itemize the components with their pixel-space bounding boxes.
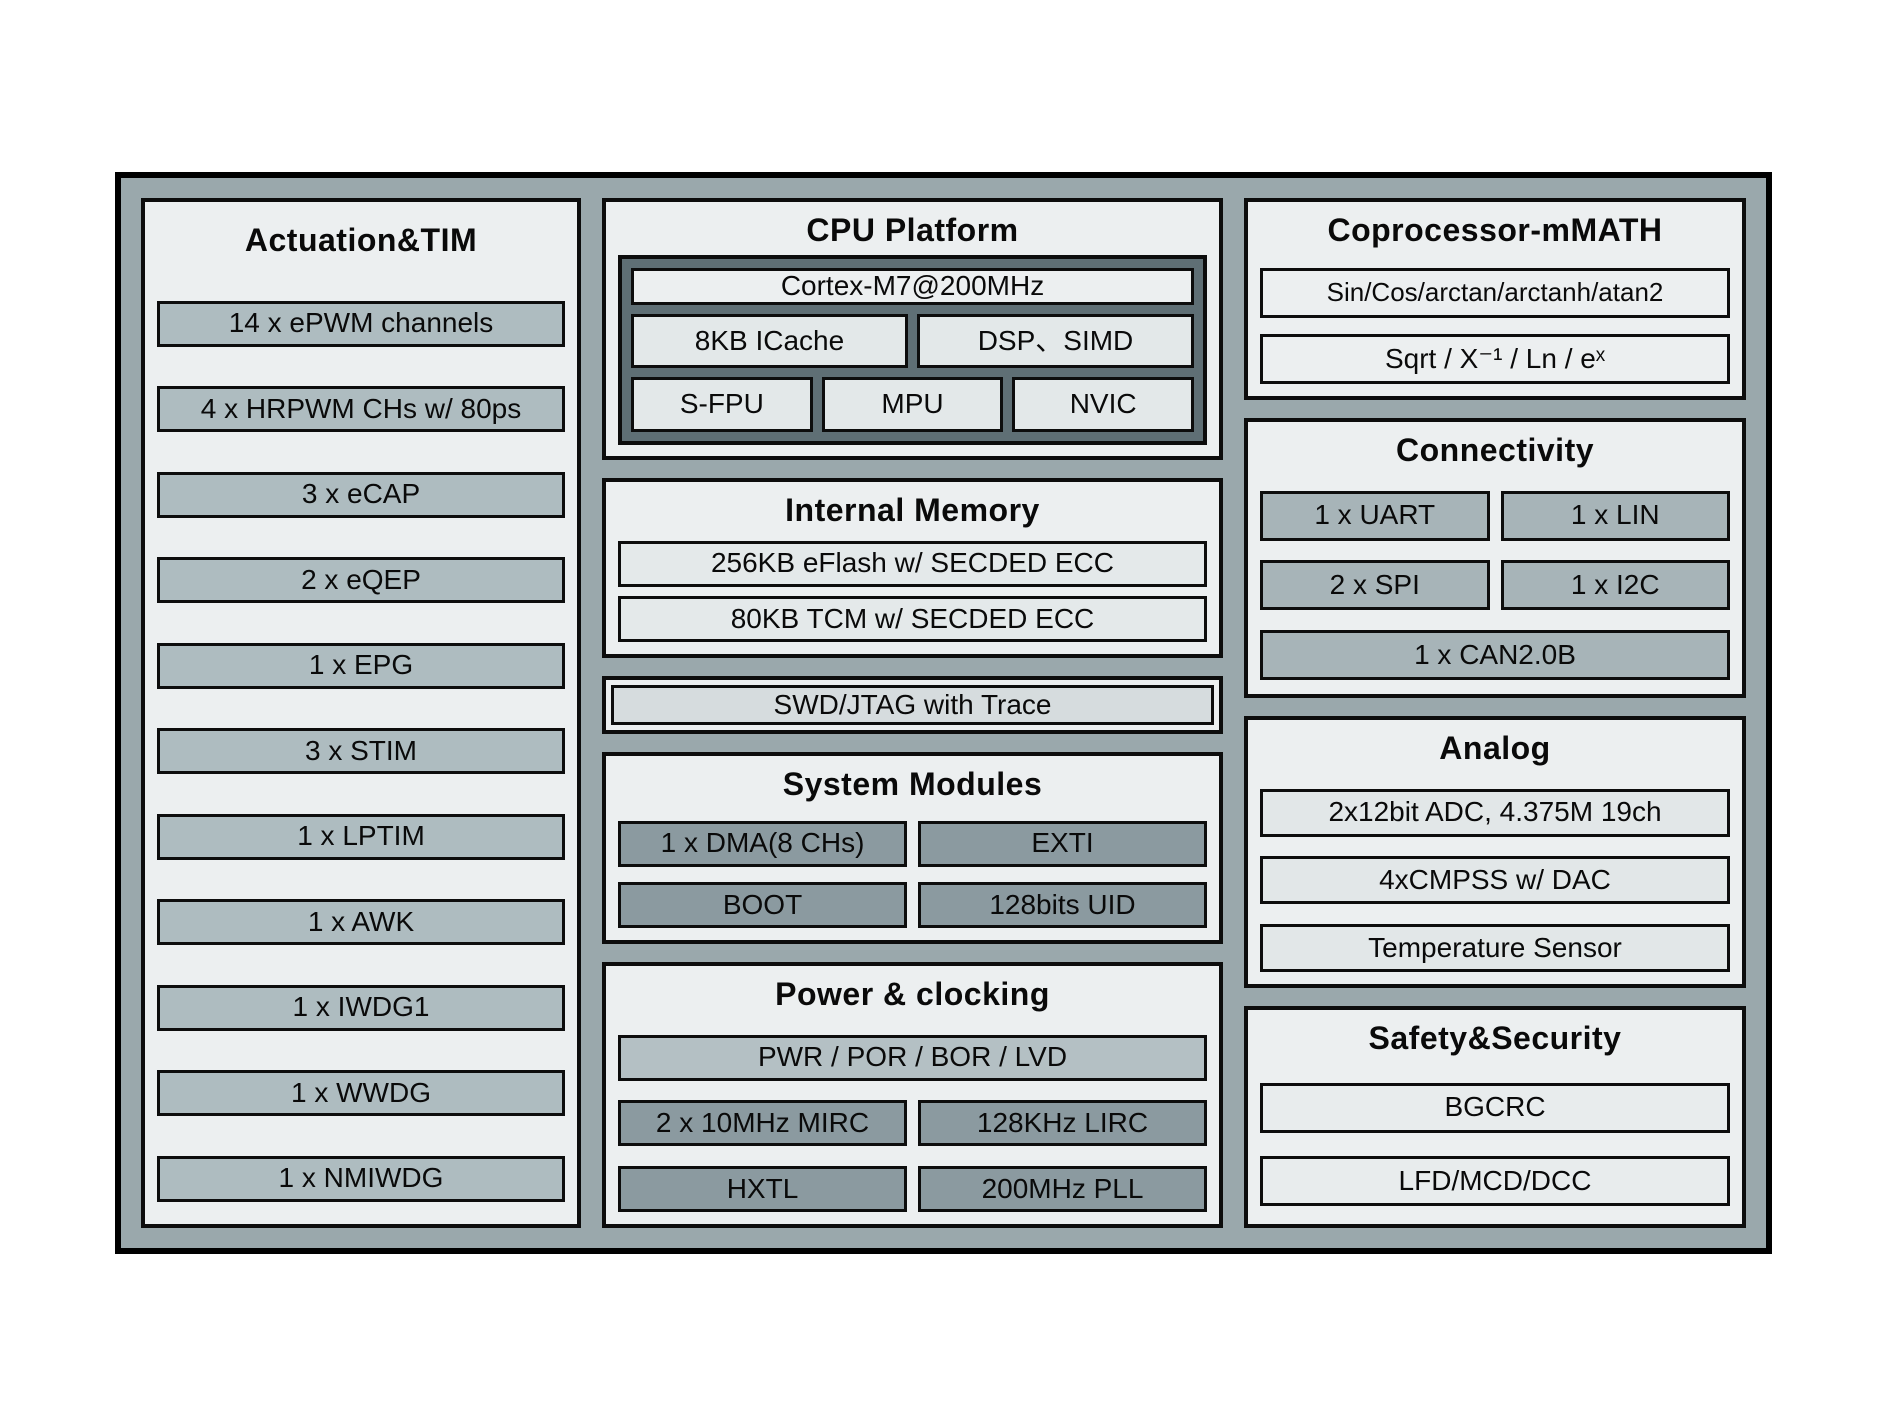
block-exti: EXTI bbox=[918, 820, 1207, 867]
block-mirc: 2 x 10MHz MIRC bbox=[618, 1100, 907, 1147]
section-power-clocking: Power & clocking PWR / POR / BOR / LVD 2… bbox=[602, 962, 1223, 1228]
block-swd-jtag-trace: SWD/JTAG with Trace bbox=[611, 685, 1214, 725]
block-ecap: 3 x eCAP bbox=[157, 471, 565, 518]
section-actuation-tim: Actuation&TIM 14 x ePWM channels 4 x HRP… bbox=[141, 198, 581, 1228]
block-epg: 1 x EPG bbox=[157, 642, 565, 689]
block-iwdg1: 1 x IWDG1 bbox=[157, 984, 565, 1031]
section-title-power-clocking: Power & clocking bbox=[775, 976, 1050, 1012]
column-middle: CPU Platform Cortex-M7@200MHz 8KB ICache… bbox=[602, 198, 1223, 1228]
block-boot: BOOT bbox=[618, 882, 907, 928]
block-eflash: 256KB eFlash w/ SECDED ECC bbox=[618, 540, 1207, 587]
connectivity-row-2: 2 x SPI 1 x I2C bbox=[1260, 560, 1730, 611]
block-lirc: 128KHz LIRC bbox=[918, 1100, 1207, 1147]
column-left: Actuation&TIM 14 x ePWM channels 4 x HRP… bbox=[141, 198, 581, 1228]
block-pll: 200MHz PLL bbox=[918, 1165, 1207, 1212]
block-cmpss: 4xCMPSS w/ DAC bbox=[1260, 856, 1730, 905]
block-pwr-por-bor-lvd: PWR / POR / BOR / LVD bbox=[618, 1034, 1207, 1081]
cpu-core-row: Cortex-M7@200MHz bbox=[631, 268, 1194, 305]
section-title-cpu-platform: CPU Platform bbox=[806, 212, 1019, 248]
block-lin: 1 x LIN bbox=[1500, 490, 1730, 541]
connectivity-row-1: 1 x UART 1 x LIN bbox=[1260, 490, 1730, 541]
section-title-coprocessor: Coprocessor-mMATH bbox=[1327, 212, 1663, 248]
block-i2c: 1 x I2C bbox=[1500, 560, 1730, 611]
block-tcm: 80KB TCM w/ SECDED ECC bbox=[618, 596, 1207, 642]
power-row-3: HXTL 200MHz PLL bbox=[618, 1165, 1207, 1212]
section-analog: Analog 2x12bit ADC, 4.375M 19ch 4xCMPSS … bbox=[1244, 716, 1746, 988]
block-dsp-simd: DSP、SIMD bbox=[917, 313, 1194, 369]
block-sfpu: S-FPU bbox=[631, 377, 813, 433]
mcu-block-diagram: Actuation&TIM 14 x ePWM channels 4 x HRP… bbox=[115, 172, 1772, 1254]
cpu-core-container: Cortex-M7@200MHz 8KB ICache DSP、SIMD S-F… bbox=[618, 255, 1207, 445]
column-right: Coprocessor-mMATH Sin/Cos/arctan/arctanh… bbox=[1244, 198, 1746, 1228]
block-hrpwm: 4 x HRPWM CHs w/ 80ps bbox=[157, 386, 565, 433]
section-cpu-platform: CPU Platform Cortex-M7@200MHz 8KB ICache… bbox=[602, 198, 1223, 460]
cpu-row-3: S-FPU MPU NVIC bbox=[631, 377, 1194, 433]
system-row-1: 1 x DMA(8 CHs) EXTI bbox=[618, 820, 1207, 867]
block-spi: 2 x SPI bbox=[1260, 560, 1490, 611]
block-uart: 1 x UART bbox=[1260, 490, 1490, 541]
block-awk: 1 x AWK bbox=[157, 899, 565, 946]
section-title-internal-memory: Internal Memory bbox=[785, 492, 1040, 528]
block-temp-sensor: Temperature Sensor bbox=[1260, 923, 1730, 972]
block-trig-functions: Sin/Cos/arctan/arctanh/atan2 bbox=[1260, 267, 1730, 318]
block-adc: 2x12bit ADC, 4.375M 19ch bbox=[1260, 788, 1730, 837]
section-swd-jtag: SWD/JTAG with Trace bbox=[602, 676, 1223, 734]
section-safety-security: Safety&Security BGCRC LFD/MCD/DCC bbox=[1244, 1006, 1746, 1228]
block-sqrt-ln-exp: Sqrt / X⁻¹ / Ln / eˣ bbox=[1260, 334, 1730, 384]
section-title-system-modules: System Modules bbox=[782, 766, 1043, 802]
block-can: 1 x CAN2.0B bbox=[1260, 629, 1730, 680]
block-lptim: 1 x LPTIM bbox=[157, 813, 565, 860]
block-cortex-m7: Cortex-M7@200MHz bbox=[631, 268, 1194, 305]
power-row-2: 2 x 10MHz MIRC 128KHz LIRC bbox=[618, 1100, 1207, 1147]
section-title-safety-security: Safety&Security bbox=[1368, 1020, 1622, 1056]
block-mpu: MPU bbox=[821, 377, 1004, 433]
block-eqep: 2 x eQEP bbox=[157, 557, 565, 604]
section-connectivity: Connectivity 1 x UART 1 x LIN 2 x SPI 1 … bbox=[1244, 418, 1746, 698]
block-nvic: NVIC bbox=[1012, 377, 1194, 433]
block-dma: 1 x DMA(8 CHs) bbox=[618, 820, 907, 867]
block-bgcrc: BGCRC bbox=[1260, 1082, 1730, 1133]
block-epwm-channels: 14 x ePWM channels bbox=[157, 300, 565, 347]
block-icache: 8KB ICache bbox=[631, 313, 908, 369]
block-uid: 128bits UID bbox=[918, 882, 1207, 928]
section-coprocessor-mmath: Coprocessor-mMATH Sin/Cos/arctan/arctanh… bbox=[1244, 198, 1746, 400]
block-wwdg: 1 x WWDG bbox=[157, 1070, 565, 1117]
section-title-actuation-tim: Actuation&TIM bbox=[244, 222, 478, 258]
section-title-analog: Analog bbox=[1439, 730, 1551, 766]
system-row-2: BOOT 128bits UID bbox=[618, 882, 1207, 928]
block-lfd-mcd-dcc: LFD/MCD/DCC bbox=[1260, 1156, 1730, 1206]
section-internal-memory: Internal Memory 256KB eFlash w/ SECDED E… bbox=[602, 478, 1223, 658]
cpu-row-2: 8KB ICache DSP、SIMD bbox=[631, 313, 1194, 369]
section-system-modules: System Modules 1 x DMA(8 CHs) EXTI BOOT … bbox=[602, 752, 1223, 944]
block-stim: 3 x STIM bbox=[157, 728, 565, 775]
section-title-connectivity: Connectivity bbox=[1395, 432, 1595, 468]
block-hxtl: HXTL bbox=[618, 1165, 907, 1212]
block-nmiwdg: 1 x NMIWDG bbox=[157, 1155, 565, 1202]
